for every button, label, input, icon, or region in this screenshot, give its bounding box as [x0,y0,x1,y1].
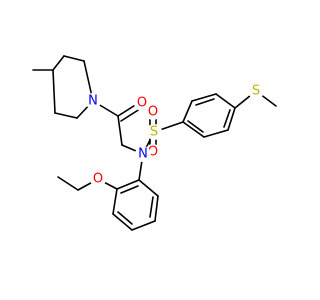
atom-s-sulfonyl: S [146,124,162,140]
bond [117,211,133,225]
bond [54,112,78,119]
bond [154,195,159,222]
bond-layer [32,55,277,231]
atom-label-n-piperidine: N [88,94,98,109]
atom-label-o-ether: O [93,172,103,187]
bond [57,176,79,191]
structure-svg: N O S O O N O S [32,55,277,231]
bond [52,55,65,71]
atom-n-sulfonamide: N [135,146,151,162]
bond [138,179,159,197]
bond [52,69,56,114]
atom-label-o-sulfonyl-top: O [148,105,158,120]
bond [63,55,85,62]
bond [227,107,236,131]
bond [182,121,205,138]
atom-o-carbonyl: O [134,95,150,111]
bond [120,185,139,194]
atom-n-piperidine: N [85,93,101,109]
bond [191,93,217,102]
bond [203,129,229,138]
atom-layer: N O S O O N O S [85,83,264,187]
atom-label-s-sulfonyl: S [150,125,158,140]
atom-label-s-thioether: S [252,84,260,99]
bond [112,213,133,231]
bond [149,196,154,218]
atom-label-o-carbonyl: O [137,96,147,111]
atom-o-ether: O [90,171,106,187]
bond [116,179,140,190]
bond [112,188,118,215]
bond [117,115,123,146]
atom-o-sulfonyl-top: O [145,104,161,120]
bond [195,98,215,106]
atom-label-n-sulfonamide: N [138,147,148,162]
atom-s-thioether: S [248,83,264,99]
bond [187,120,204,133]
bond [182,100,193,123]
bond [131,220,156,231]
atom-label-o-sulfonyl-bottom: O [148,145,158,160]
bond [223,109,231,128]
molecule-diagram: N O S O O N O S [32,55,277,231]
bond [215,93,236,109]
